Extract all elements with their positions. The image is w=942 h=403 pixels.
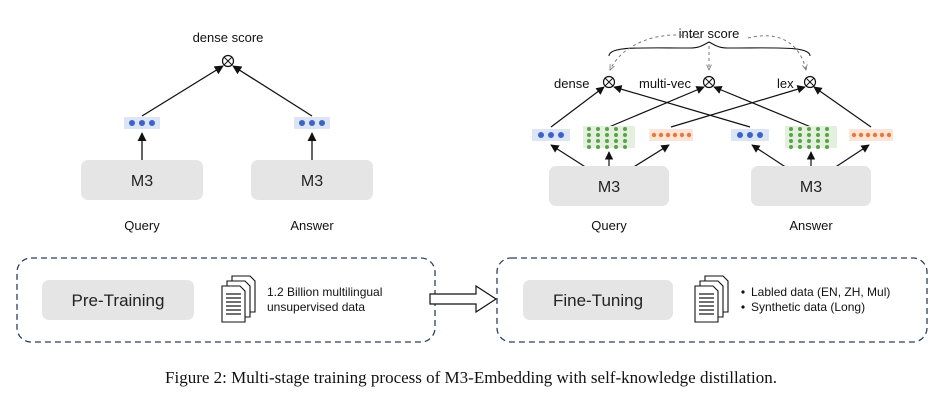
finetune-query-label: Query — [591, 218, 627, 233]
pretrain-answer-label: Answer — [290, 218, 334, 233]
pretraining-label: Pre-Training — [72, 291, 165, 310]
dense-score-otimes-icon — [602, 75, 616, 89]
query-multivec-matrix — [583, 126, 635, 149]
document-stack-icon — [221, 275, 256, 323]
pretrain-score-otimes-icon — [221, 54, 235, 68]
finetuning-item-2: Synthetic data (Long) — [751, 300, 865, 314]
dense-score-label: dense score — [193, 30, 264, 45]
query-to-score-arrow — [141, 65, 224, 117]
query-model-to-lex-arrow — [631, 144, 670, 169]
figure-caption: Figure 2: Multi-stage training process o… — [165, 368, 777, 387]
answer-dense-vector — [731, 129, 769, 141]
lex-score-type-label: lex — [777, 76, 794, 91]
pretraining-dashed-frame — [16, 257, 436, 343]
finetune-answer-model-label: M3 — [800, 179, 822, 196]
pretraining-data-line1: 1.2 Billion multilingual — [267, 285, 382, 299]
stage-transition-arrow — [429, 284, 498, 314]
finetune-query-model-label: M3 — [598, 179, 620, 196]
answer-model-to-dense-arrow — [751, 144, 788, 169]
pretrain-answer-dense-vector — [294, 117, 330, 129]
dense-score-type-label: dense — [554, 76, 589, 91]
finetune-answer-model-box — [751, 166, 871, 206]
finetuning-label: Fine-Tuning — [553, 291, 643, 310]
pretraining-data-line2: unsupervised data — [267, 300, 365, 314]
multivec-score-type-label: multi-vec — [639, 76, 692, 91]
finetuning-box — [523, 280, 673, 320]
distill-arrow-dense — [609, 34, 701, 70]
finetune-query-model-box — [549, 166, 669, 206]
answer-to-score-arrow — [232, 65, 313, 117]
query-multivec-to-score-arrow — [608, 86, 705, 128]
pretrain-query-model-box — [81, 160, 203, 200]
inter-score-label: inter score — [679, 26, 740, 41]
finetune-answer-label: Answer — [789, 218, 833, 233]
distill-arrow-lex — [747, 35, 806, 70]
query-dense-to-score-arrow — [550, 86, 605, 128]
finetuning-stage: Fine-Tuning Labled data (EN, ZH, Mul) Sy… — [496, 257, 928, 343]
finetune-panel: inter score dense multi-vec lex — [532, 26, 893, 233]
bullet-dot — [741, 305, 745, 309]
pretrain-query-dense-vector — [124, 117, 160, 129]
pretrain-answer-model-label: M3 — [301, 173, 323, 190]
inter-score-brace — [608, 41, 811, 57]
finetuning-dashed-frame — [496, 257, 928, 343]
pretrain-query-model-label: M3 — [131, 173, 153, 190]
answer-multivec-to-score-arrow — [713, 85, 812, 128]
query-lex-to-score-arrow — [670, 85, 806, 128]
lex-score-otimes-icon — [803, 75, 817, 89]
answer-lex-vector — [849, 129, 893, 141]
pretrain-answer-model-box — [251, 160, 373, 200]
pretraining-stage: Pre-Training 1.2 Billion multilingual un… — [16, 257, 436, 343]
query-lex-vector — [649, 129, 693, 141]
pretrain-panel: dense score M3 M3 Query Answer — [81, 30, 373, 233]
answer-lex-to-score-arrow — [813, 86, 872, 128]
answer-model-to-lex-arrow — [833, 144, 870, 169]
answer-dense-to-score-arrow — [613, 85, 751, 128]
multivec-score-otimes-icon — [702, 75, 716, 89]
pretrain-query-label: Query — [124, 218, 160, 233]
query-dense-vector — [532, 129, 570, 141]
pretraining-box — [42, 280, 194, 320]
answer-multivec-matrix — [785, 126, 837, 149]
finetuning-item-1: Labled data (EN, ZH, Mul) — [751, 285, 890, 299]
document-stack-icon — [694, 275, 729, 323]
bullet-dot — [741, 290, 745, 294]
query-model-to-dense-arrow — [550, 144, 588, 169]
